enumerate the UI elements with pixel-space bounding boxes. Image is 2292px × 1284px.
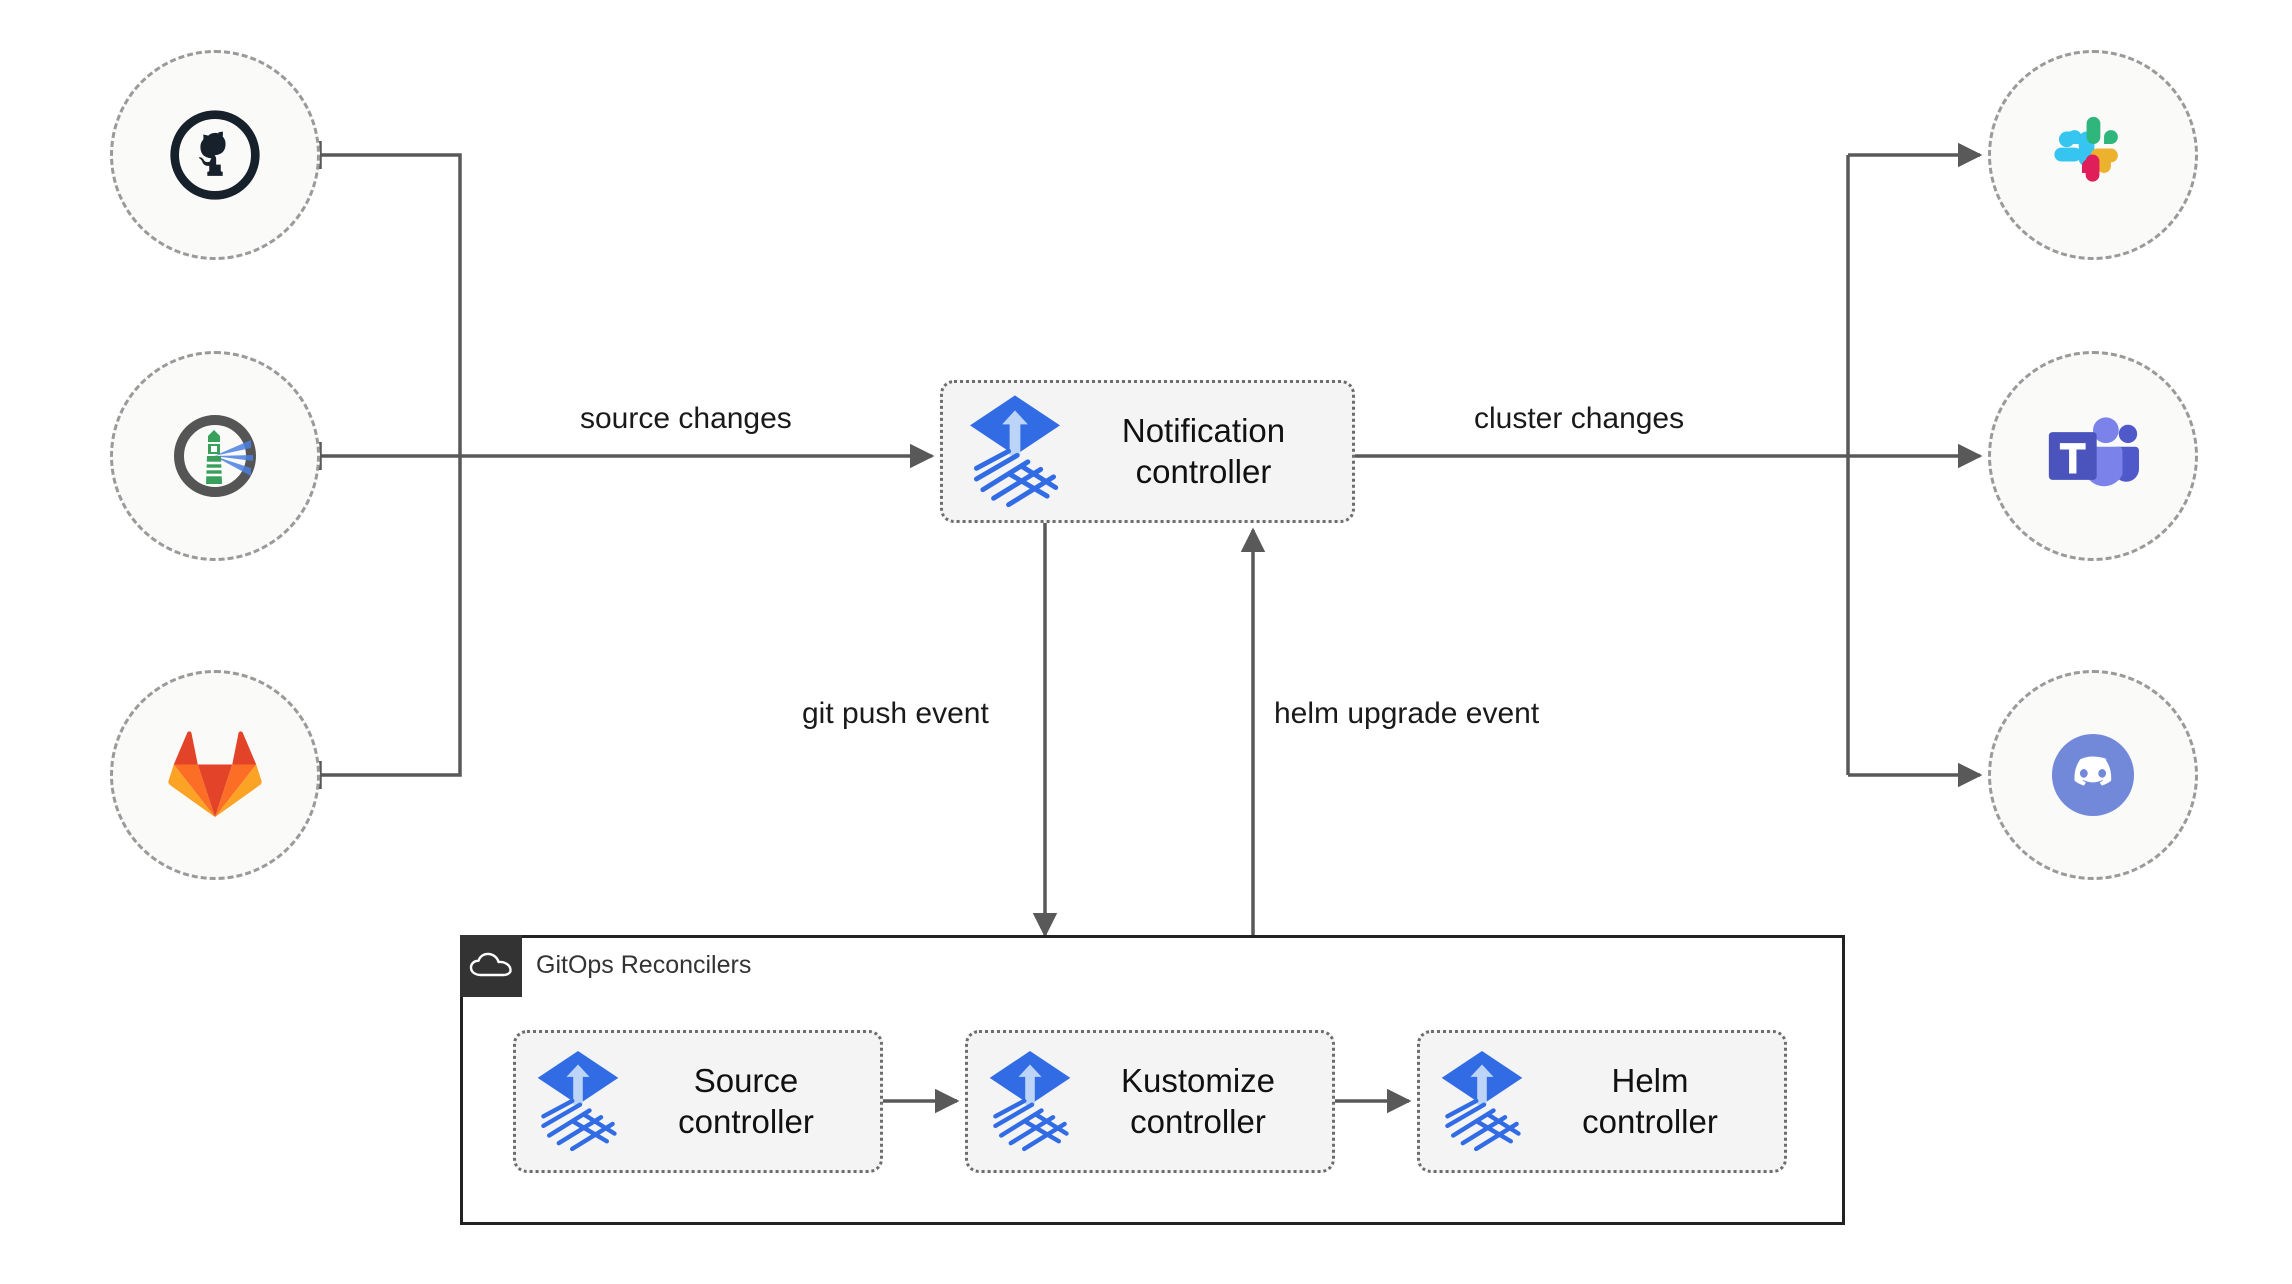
edge-label-helm-upgrade-event: helm upgrade event: [1266, 695, 1548, 733]
notification-controller-box[interactable]: Notification controller: [940, 380, 1355, 523]
gitlab-icon: [168, 731, 262, 818]
gitops-reconcilers-group: [460, 935, 1845, 1225]
gitops-reconcilers-title: GitOps Reconcilers: [536, 951, 752, 979]
teams-icon: [2048, 417, 2139, 487]
flux-icon: [943, 389, 1069, 514]
discord-icon: [2051, 733, 2135, 817]
flux-icon: [968, 1045, 1078, 1158]
source-node-helm[interactable]: [110, 351, 320, 561]
kustomize-controller-box[interactable]: Kustomize controller: [965, 1030, 1335, 1173]
flux-icon: [1420, 1045, 1530, 1158]
helm-controller-box[interactable]: Helm controller: [1417, 1030, 1787, 1173]
helm-icon: [174, 415, 256, 497]
source-node-github[interactable]: [110, 50, 320, 260]
slack-icon: [2054, 116, 2118, 182]
source-controller-box[interactable]: Source controller: [513, 1030, 883, 1173]
kustomize-controller-label: Kustomize controller: [1120, 1061, 1276, 1140]
cloud-icon: [469, 952, 512, 977]
edge-label-source-changes: source changes: [572, 400, 800, 438]
github-icon: [170, 110, 260, 200]
edge-github-to-trunk: [320, 153, 462, 456]
source-controller-label: Source controller: [678, 1061, 814, 1140]
target-node-discord[interactable]: [1988, 670, 2198, 880]
target-node-teams[interactable]: [1988, 351, 2198, 561]
edge-gitlab-to-trunk: [320, 456, 462, 777]
target-node-slack[interactable]: [1988, 50, 2198, 260]
source-node-gitlab[interactable]: [110, 670, 320, 880]
helm-controller-label: Helm controller: [1582, 1061, 1718, 1140]
edge-label-cluster-changes: cluster changes: [1466, 400, 1693, 438]
edge-label-git-push-event: git push event: [794, 695, 997, 733]
cloud-icon-tab: [460, 935, 522, 997]
flux-icon: [516, 1045, 626, 1158]
notification-controller-label: Notification controller: [1121, 411, 1286, 490]
